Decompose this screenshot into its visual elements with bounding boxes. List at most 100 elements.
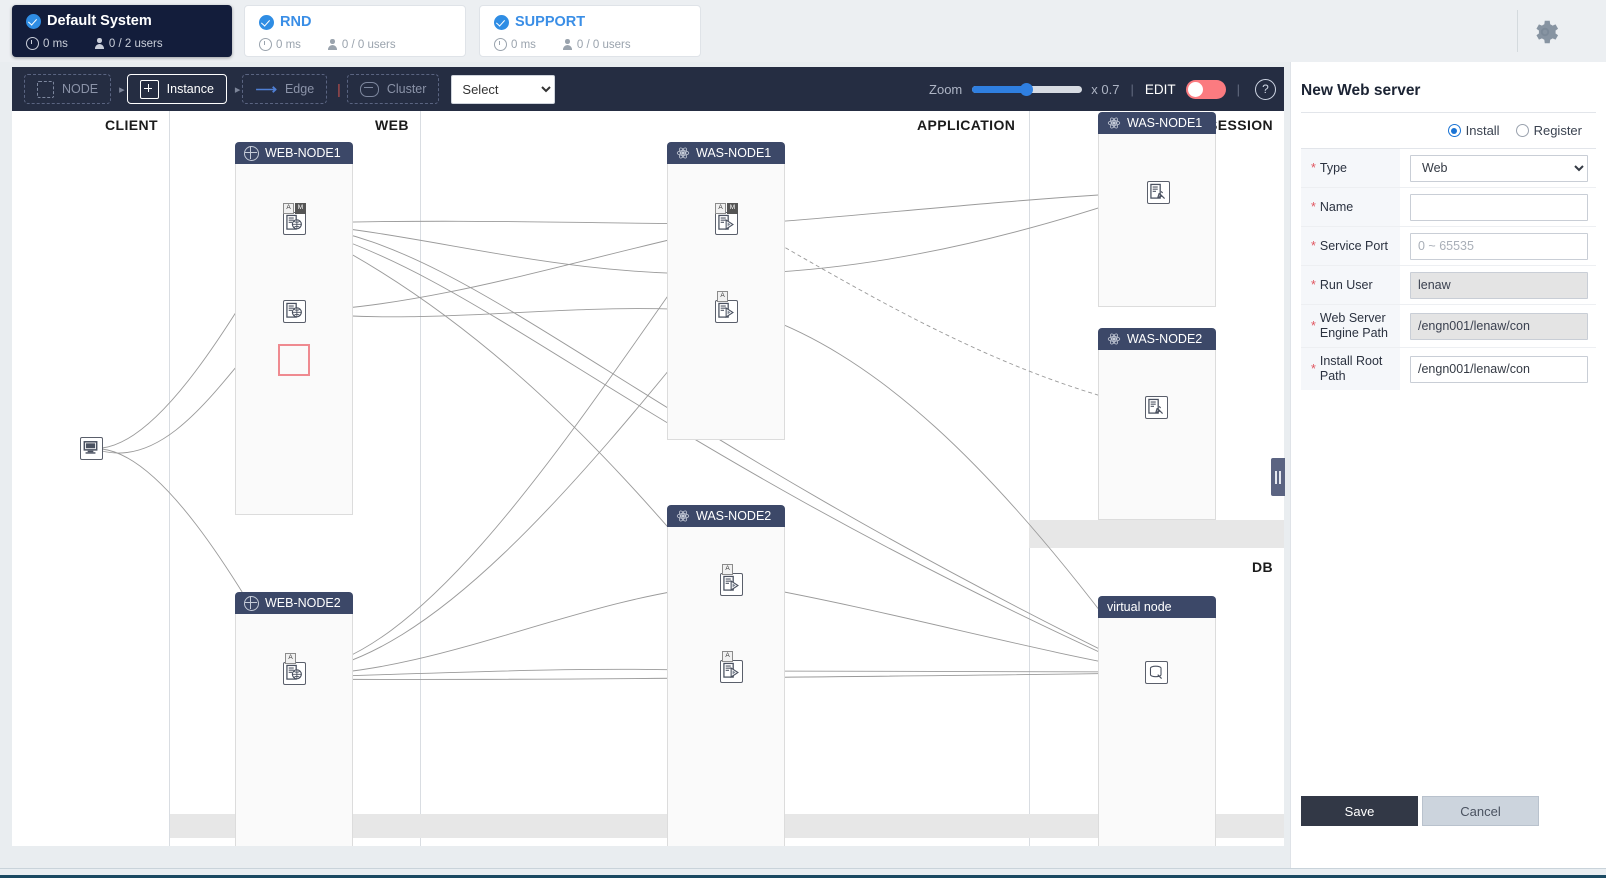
was-instance-icon: [718, 214, 734, 230]
required-asterisk: *: [1311, 199, 1316, 214]
type-select[interactable]: Web: [1410, 154, 1588, 182]
atom-icon: [1107, 333, 1121, 345]
gear-icon[interactable]: [1530, 17, 1560, 47]
edit-mode-toggle[interactable]: [1185, 79, 1226, 99]
toolbar-edge-button[interactable]: ⟶ Edge: [242, 74, 328, 104]
web-instance-icon: [286, 664, 302, 680]
badge-agent: A: [717, 291, 728, 302]
toolbar-separator: |: [1130, 81, 1134, 97]
new-instance-placeholder[interactable]: [278, 344, 310, 376]
zoom-slider[interactable]: [972, 82, 1083, 96]
badge-agent: A: [715, 203, 726, 214]
node-title: WAS-NODE2: [1127, 332, 1203, 346]
node-title: WAS-NODE2: [696, 509, 772, 523]
node-header[interactable]: WEB-NODE1: [235, 142, 353, 164]
node-box-was-node1-session[interactable]: WAS-NODE1: [1098, 112, 1216, 307]
system-tab-title: RND: [259, 13, 451, 31]
system-tab-bar: Default System 0 ms 0 / 2 users RND 0 ms…: [0, 0, 1606, 62]
topology-canvas[interactable]: CLIENT WEB APPLICATION SESSION DB: [12, 111, 1284, 846]
check-circle-icon: [494, 14, 509, 30]
clock-icon: [26, 37, 39, 50]
web-instance-icon: [286, 214, 302, 230]
radio-register-label: Register: [1533, 123, 1582, 138]
toolbar-node-button[interactable]: NODE: [24, 74, 112, 104]
node-header[interactable]: virtual node: [1098, 596, 1216, 618]
system-name: SUPPORT: [515, 14, 586, 30]
system-tab-rnd[interactable]: RND 0 ms 0 / 0 users: [244, 5, 466, 57]
field-label-run-user: *Run User: [1301, 266, 1400, 304]
zoom-label: Zoom: [929, 81, 963, 97]
node-body: [1098, 134, 1216, 307]
radio-register[interactable]: Register: [1515, 123, 1582, 138]
required-asterisk: *: [1311, 277, 1316, 292]
badge-agent: A: [722, 564, 733, 575]
cancel-button[interactable]: Cancel: [1422, 796, 1539, 826]
toolbar-cluster-label: Cluster: [386, 82, 427, 96]
panel-action-buttons: Save Cancel: [1301, 796, 1539, 826]
clock-icon: [494, 38, 507, 51]
required-asterisk: *: [1311, 160, 1316, 175]
toolbar-separator: |: [1236, 81, 1240, 97]
field-label-install-root-path: *Install Root Path: [1301, 348, 1400, 390]
badge-agent: A: [285, 653, 296, 664]
panel-divider: [1301, 112, 1596, 113]
node-box-was-node2-session[interactable]: WAS-NODE2: [1098, 328, 1216, 520]
session-instance-icon: [1148, 398, 1163, 414]
node-box-web-node2[interactable]: WEB-NODE2: [235, 592, 353, 846]
install-root-path-input[interactable]: [1410, 355, 1588, 383]
instance-session-1[interactable]: [1147, 181, 1170, 204]
instance-session-2[interactable]: [1145, 396, 1168, 419]
service-port-input[interactable]: [1410, 232, 1588, 260]
instance-badges: A: [717, 291, 728, 302]
new-web-server-panel: New Web server Install Register *Type We…: [1290, 62, 1606, 870]
radio-install[interactable]: Install: [1447, 123, 1500, 138]
node-header[interactable]: WAS-NODE1: [667, 142, 785, 164]
lane-label-client: CLIENT: [105, 117, 158, 133]
web-instance-icon: [286, 302, 302, 318]
zoom-slider-knob[interactable]: [1020, 82, 1034, 96]
lane-label-application: APPLICATION: [917, 117, 1016, 133]
field-label-service-port: *Service Port: [1301, 227, 1400, 265]
instance-web-node1-1[interactable]: A M: [283, 203, 306, 235]
edit-label: EDIT: [1144, 81, 1176, 97]
system-tab-meta: 0 ms 0 / 2 users: [26, 37, 218, 50]
system-tab-default-system[interactable]: Default System 0 ms 0 / 2 users: [12, 5, 232, 57]
radio-install-label: Install: [1465, 123, 1500, 138]
toolbar-node-label: NODE: [62, 82, 99, 96]
instance-was-node1-2[interactable]: A: [715, 291, 738, 323]
toggle-knob: [1187, 81, 1203, 97]
name-input[interactable]: [1410, 193, 1588, 221]
node-header[interactable]: WAS-NODE2: [667, 505, 785, 527]
web-server-engine-path-input[interactable]: [1410, 312, 1588, 340]
system-tab-title: Default System: [26, 12, 218, 30]
instance-was-node2-2[interactable]: A: [720, 651, 743, 683]
instance-web-node2-1[interactable]: A: [283, 653, 306, 685]
help-icon[interactable]: ?: [1255, 78, 1276, 100]
run-user-input[interactable]: [1410, 271, 1588, 299]
save-button[interactable]: Save: [1301, 796, 1418, 826]
radio-register-indicator: [1515, 124, 1529, 137]
instance-was-node1-1[interactable]: A M: [715, 203, 738, 235]
users-stat: 0 / 0 users: [327, 38, 396, 51]
node-box-web-node1[interactable]: WEB-NODE1: [235, 142, 353, 515]
edge-layer: [101, 188, 1153, 680]
node-body: [235, 614, 353, 846]
node-title: WEB-NODE2: [265, 596, 341, 610]
node-header[interactable]: WEB-NODE2: [235, 592, 353, 614]
node-header[interactable]: WAS-NODE1: [1098, 112, 1216, 134]
toolbar-cluster-button[interactable]: Cluster: [346, 74, 440, 104]
client-monitor-node[interactable]: [80, 437, 103, 460]
instance-web-node1-2[interactable]: [283, 300, 306, 323]
new-web-server-form: *Type Web *Name *Service Port: [1301, 148, 1596, 390]
instance-was-node2-1[interactable]: A: [720, 564, 743, 596]
system-tab-support[interactable]: SUPPORT 0 ms 0 / 0 users: [479, 5, 701, 57]
node-box-virtual-node[interactable]: virtual node: [1098, 596, 1216, 846]
node-header[interactable]: WAS-NODE2: [1098, 328, 1216, 350]
instance-db-virtual[interactable]: [1145, 661, 1168, 684]
required-asterisk: *: [1311, 318, 1316, 333]
form-row-run-user: *Run User: [1301, 266, 1596, 305]
cluster-select[interactable]: Select: [451, 74, 556, 104]
panel-collapse-handle[interactable]: [1271, 458, 1285, 496]
toolbar-instance-button[interactable]: Instance: [126, 74, 227, 104]
zoom-controls: Zoom x 0.7 | EDIT | ?: [929, 67, 1276, 111]
